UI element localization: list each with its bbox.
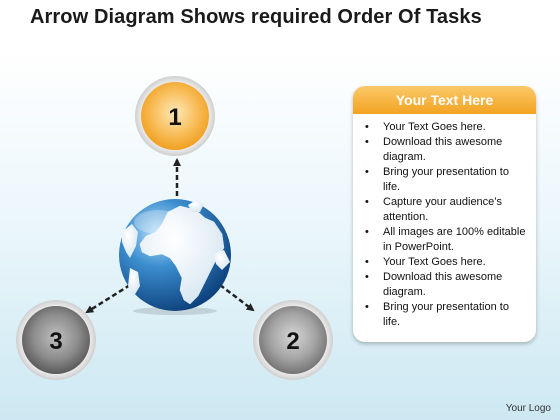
globe-icon	[119, 199, 231, 315]
page-title: Arrow Diagram Shows required Order Of Ta…	[30, 6, 482, 28]
logo-text: Your Logo	[505, 403, 551, 414]
list-item: Bring your presentation to life.	[365, 300, 528, 330]
node-1-label: 1	[168, 104, 181, 131]
node-2-label: 2	[286, 328, 299, 355]
node-3-label: 3	[49, 328, 62, 355]
list-item: Your Text Goes here.	[365, 120, 528, 135]
list-item: Download this awesome diagram.	[365, 135, 528, 165]
node-1: 1	[135, 76, 215, 156]
panel-list: Your Text Goes here. Download this aweso…	[353, 114, 536, 330]
node-2: 2	[253, 300, 333, 380]
panel-header: Your Text Here	[353, 86, 536, 114]
list-item: All images are 100% editable in PowerPoi…	[365, 225, 528, 255]
arrow-to-node-2	[219, 284, 255, 312]
arrow-to-node-3	[85, 283, 131, 314]
text-panel: Your Text Here Your Text Goes here. Down…	[353, 86, 536, 342]
node-3: 3	[16, 300, 96, 380]
list-item: Bring your presentation to life.	[365, 165, 528, 195]
list-item: Capture your audience’s attention.	[365, 195, 528, 225]
list-item: Your Text Goes here.	[365, 255, 528, 270]
list-item: Download this awesome diagram.	[365, 270, 528, 300]
